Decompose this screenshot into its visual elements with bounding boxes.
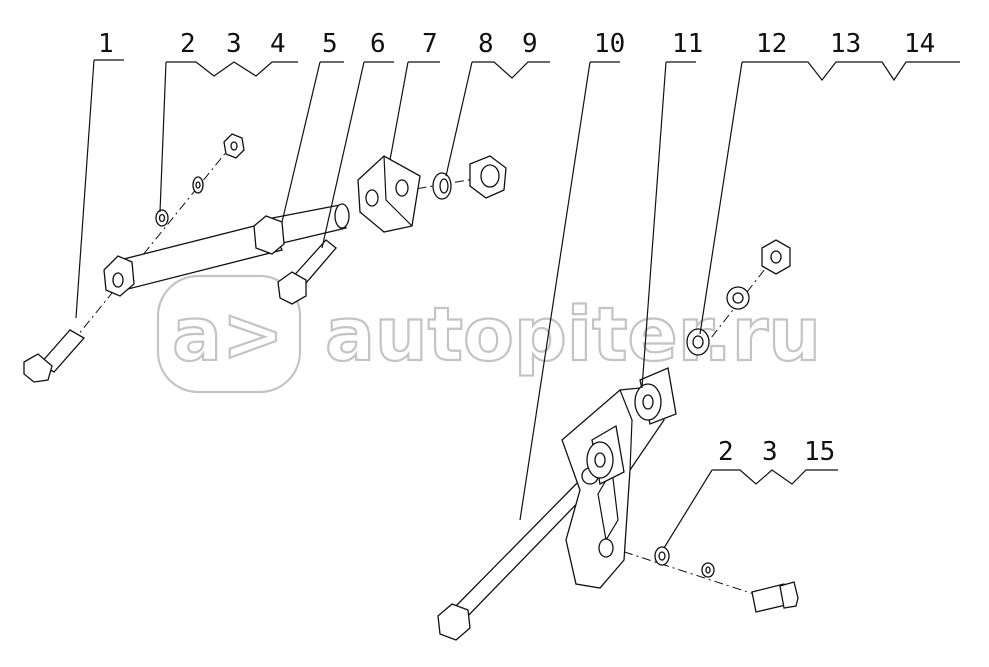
- right-axis-line-2: [605, 545, 761, 597]
- callout-2: 2: [180, 29, 196, 59]
- callout-13: 13: [830, 29, 861, 59]
- watermark: a> autopiter.ru: [156, 274, 822, 394]
- left-assembly: [23, 133, 507, 383]
- callout-12: 12: [756, 29, 787, 59]
- washer-bolt-parts-2-3-15: [654, 546, 799, 613]
- callout-9: 9: [522, 29, 538, 59]
- callout-15: 15: [804, 437, 835, 467]
- callout-3: 3: [226, 29, 242, 59]
- callouts: 1 2 3 4 5 6 7 8 9 10 11 12 13 14 2 3 15: [98, 29, 935, 467]
- callout-3-lower: 3: [762, 437, 778, 467]
- callout-8: 8: [478, 29, 494, 59]
- block-part-7: [357, 155, 421, 233]
- washer-nut-parts-2-3-4: [155, 133, 245, 227]
- callout-7: 7: [422, 29, 438, 59]
- washer-nut-parts-12-13-14: [686, 239, 791, 356]
- callout-1: 1: [98, 29, 114, 59]
- rod-part-5: [103, 203, 350, 297]
- watermark-logo-frame: [156, 274, 302, 394]
- callout-11: 11: [672, 29, 703, 59]
- bolt-part-6: [277, 239, 337, 305]
- callout-2-lower: 2: [718, 437, 734, 467]
- assembly-axis-line: [47, 139, 237, 373]
- right-assembly: [437, 239, 799, 641]
- callout-5: 5: [322, 29, 338, 59]
- watermark-logo-glyph: a>: [172, 292, 284, 378]
- washer-nut-parts-8-9: [432, 155, 507, 200]
- callout-10: 10: [594, 29, 625, 59]
- bolt-part-1: [23, 329, 86, 383]
- roller-spacers: [586, 367, 677, 485]
- callout-4: 4: [270, 29, 286, 59]
- assembly-axis-line-2: [379, 177, 481, 196]
- leader-lines: [75, 59, 960, 549]
- callout-14: 14: [904, 29, 935, 59]
- callout-6: 6: [370, 29, 386, 59]
